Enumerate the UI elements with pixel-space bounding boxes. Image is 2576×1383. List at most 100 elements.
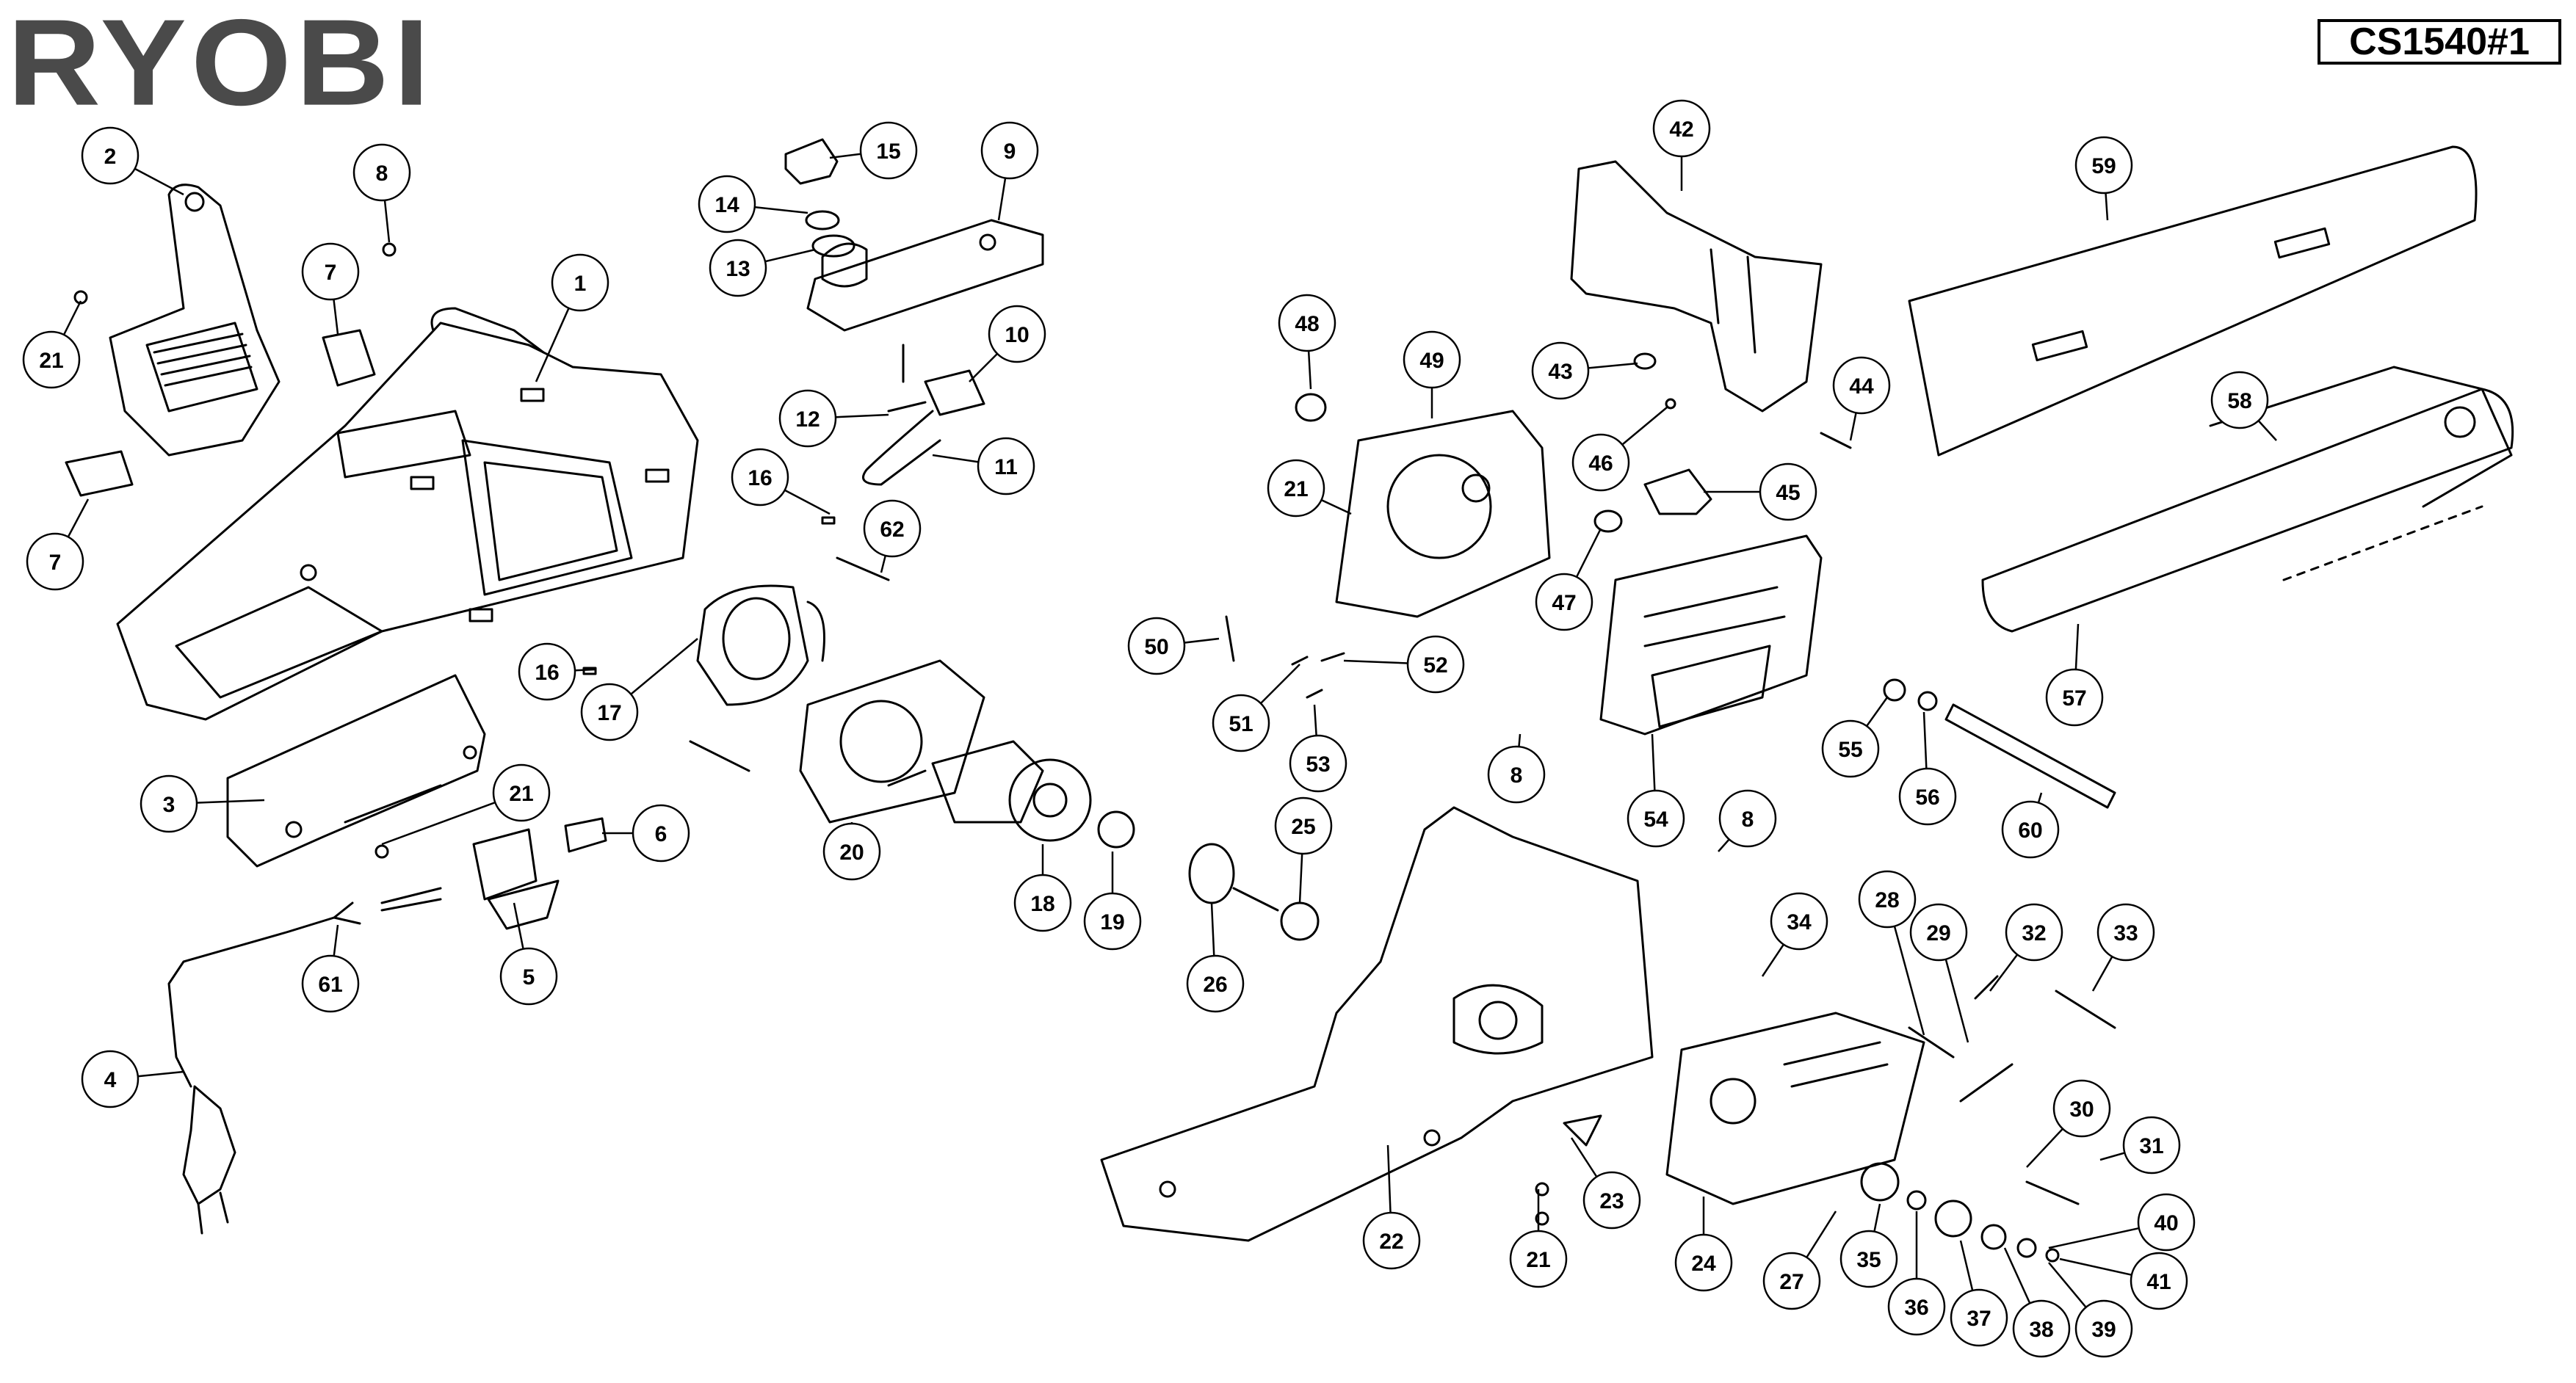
callout-circle xyxy=(2096,903,2155,962)
part-number: 46 xyxy=(1588,451,1613,476)
callout-circle xyxy=(1832,356,1891,415)
part-number: 8 xyxy=(1510,763,1523,788)
callout-part-54: 54 xyxy=(1627,733,1685,848)
callout-circle xyxy=(1839,1230,1898,1288)
callout-circle xyxy=(778,389,837,448)
callout-circle xyxy=(1718,789,1777,848)
part-number: 20 xyxy=(839,841,864,865)
part-oil-pump-drawing xyxy=(862,344,985,486)
callout-part-16: 16 xyxy=(518,642,596,701)
part-number: 42 xyxy=(1669,117,1693,142)
callout-part-10: 10 xyxy=(969,305,1046,382)
callout-part-21: 21 xyxy=(22,300,82,389)
part-chain-cover-drawing xyxy=(1570,160,1823,413)
callout-circle xyxy=(1013,874,1072,932)
callout-circle xyxy=(492,763,551,822)
part-oil-cap-drawing xyxy=(784,138,855,258)
callout-circle xyxy=(2122,1116,2181,1175)
part-number: 13 xyxy=(726,257,750,281)
part-number: 29 xyxy=(1926,921,1950,945)
callout-part-6: 6 xyxy=(602,804,690,863)
callout-part-28: 28 xyxy=(1858,870,1925,1036)
callout-circle xyxy=(1759,462,1817,521)
part-switch-drawing xyxy=(472,817,607,930)
callout-circle xyxy=(1858,870,1917,929)
callout-part-19: 19 xyxy=(1083,852,1142,951)
callout-circle xyxy=(1770,892,1828,951)
callout-part-62: 62 xyxy=(863,499,922,573)
part-number: 11 xyxy=(994,455,1018,479)
part-number: 26 xyxy=(1203,973,1227,997)
callout-circle xyxy=(1531,341,1590,400)
part-number: 54 xyxy=(1643,807,1668,832)
callout-circle xyxy=(822,822,881,881)
callout-part-5: 5 xyxy=(499,902,558,1006)
callout-part-46: 46 xyxy=(1571,407,1668,492)
callout-part-31: 31 xyxy=(2099,1116,2181,1175)
callout-part-34: 34 xyxy=(1761,892,1828,977)
callout-circle xyxy=(1403,330,1461,389)
callout-part-8: 8 xyxy=(1487,733,1546,804)
part-number: 12 xyxy=(795,407,820,432)
callout-circle xyxy=(1652,99,1711,158)
callout-circle xyxy=(1278,294,1336,352)
part-number: 47 xyxy=(1552,591,1576,615)
model-code-box: CS1540#1 xyxy=(2318,19,2561,65)
part-number: 4 xyxy=(104,1068,117,1092)
callout-part-39: 39 xyxy=(2048,1262,2133,1358)
callout-circle xyxy=(1627,789,1685,848)
part-number: 56 xyxy=(1915,785,1939,810)
part-number: 21 xyxy=(1284,477,1308,501)
part-number: 7 xyxy=(325,261,337,285)
part-number: 22 xyxy=(1379,1230,1403,1254)
part-number: 19 xyxy=(1100,910,1124,934)
part-number: 37 xyxy=(1967,1307,1991,1331)
part-number: 24 xyxy=(1691,1252,1716,1276)
callout-part-48: 48 xyxy=(1278,294,1336,390)
callout-part-21: 21 xyxy=(1267,459,1352,518)
callout-part-11: 11 xyxy=(932,437,1035,496)
part-number: 44 xyxy=(1849,374,1874,399)
callout-circle xyxy=(1950,1288,2008,1347)
callout-part-26: 26 xyxy=(1186,902,1245,1013)
part-number: 41 xyxy=(2146,1270,2171,1294)
part-number: 8 xyxy=(1742,807,1754,832)
callout-part-20: 20 xyxy=(822,822,881,881)
callout-part-58: 58 xyxy=(2210,371,2277,441)
part-screws-left-drawing xyxy=(73,242,890,859)
part-number: 5 xyxy=(523,965,535,990)
callout-part-44: 44 xyxy=(1832,356,1891,441)
part-number: 52 xyxy=(1423,653,1447,678)
part-number: 38 xyxy=(2029,1318,2053,1342)
callout-circle xyxy=(81,1050,140,1108)
part-number: 27 xyxy=(1779,1270,1803,1294)
part-number: 25 xyxy=(1291,815,1315,839)
callout-part-12: 12 xyxy=(778,389,889,448)
part-number: 28 xyxy=(1875,888,1899,912)
part-number: 14 xyxy=(714,193,739,217)
callout-circle xyxy=(1762,1252,1821,1310)
part-number: 18 xyxy=(1030,892,1054,916)
callout-circle xyxy=(551,253,609,312)
callout-part-50: 50 xyxy=(1127,617,1220,675)
callout-circle xyxy=(1212,694,1270,752)
callout-part-24: 24 xyxy=(1674,1197,1733,1292)
callout-part-16: 16 xyxy=(731,448,831,515)
part-handle-cover-drawing xyxy=(109,184,281,457)
callout-part-43: 43 xyxy=(1531,341,1638,400)
callout-circle xyxy=(1186,954,1245,1013)
part-number: 58 xyxy=(2227,389,2251,413)
brand-logo: RYOBI xyxy=(7,0,434,131)
callout-part-22: 22 xyxy=(1362,1144,1421,1270)
callout-part-45: 45 xyxy=(1704,462,1817,521)
callout-part-25: 25 xyxy=(1274,796,1333,904)
callout-circle xyxy=(301,242,360,301)
callout-part-55: 55 xyxy=(1821,697,1889,778)
callout-circle xyxy=(2045,668,2104,727)
callout-circle xyxy=(2012,1299,2071,1358)
callout-circle xyxy=(2074,136,2133,195)
part-number: 16 xyxy=(748,466,772,490)
callout-circle xyxy=(2001,800,2060,859)
callout-part-21: 21 xyxy=(381,763,551,846)
